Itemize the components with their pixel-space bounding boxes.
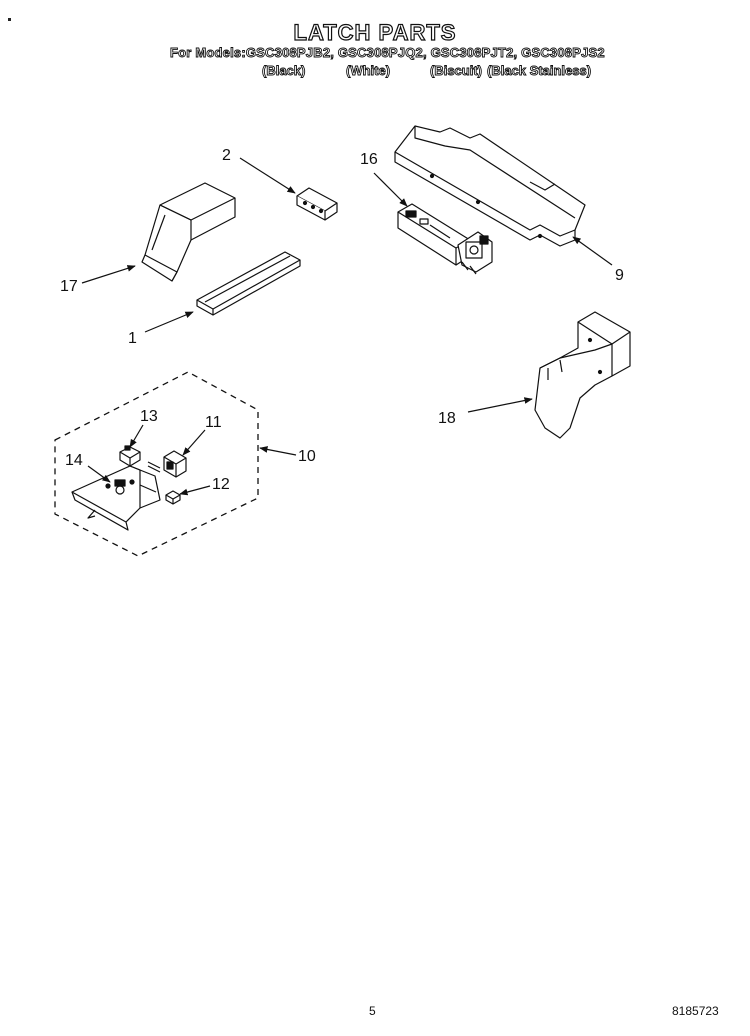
leader-13 — [129, 424, 144, 448]
callout-2: 2 — [222, 147, 231, 164]
page-number: 5 — [369, 1004, 376, 1018]
part-9-channel — [394, 125, 586, 247]
callout-12: 12 — [212, 476, 230, 493]
leader-16 — [373, 172, 408, 207]
part-18-guide — [534, 311, 631, 439]
leader-9 — [572, 236, 613, 266]
callout-10: 10 — [298, 448, 316, 465]
part-10-kit-boundary — [54, 371, 259, 557]
part-12-connector — [165, 490, 181, 505]
part-14-switch-bracket — [71, 465, 161, 531]
leader-12 — [179, 485, 211, 496]
callout-13: 13 — [140, 408, 158, 425]
document-number: 8185723 — [672, 1004, 719, 1018]
leader-11 — [182, 429, 206, 456]
callout-14: 14 — [65, 452, 83, 469]
leader-10 — [259, 446, 297, 456]
callout-11: 11 — [205, 414, 222, 431]
color-biscuit: (Biscuit) — [430, 63, 483, 79]
part-11-switch — [147, 450, 187, 478]
leader-1 — [144, 311, 194, 333]
color-black: (Black) — [262, 63, 306, 79]
callout-9: 9 — [615, 267, 624, 284]
leader-14 — [87, 465, 111, 483]
callout-16: 16 — [360, 151, 378, 168]
leader-17 — [81, 265, 136, 284]
part-1-strip — [196, 251, 301, 316]
color-black-stainless: (Black Stainless) — [487, 63, 592, 79]
color-white: (White) — [346, 63, 391, 79]
scan-speck — [8, 18, 11, 21]
callout-18: 18 — [438, 410, 456, 427]
part-2-block — [296, 187, 338, 221]
part-16-latch-assembly — [397, 203, 493, 275]
leader-18 — [467, 397, 533, 413]
leader-2 — [239, 157, 296, 194]
page-title: LATCH PARTS — [293, 19, 457, 45]
part-17-bracket — [141, 182, 236, 282]
callout-1: 1 — [128, 330, 137, 347]
callout-17: 17 — [60, 278, 78, 295]
part-13-switch — [119, 445, 141, 467]
models-line: For Models:GSC308PJB2, GSC308PJQ2, GSC30… — [170, 45, 606, 61]
